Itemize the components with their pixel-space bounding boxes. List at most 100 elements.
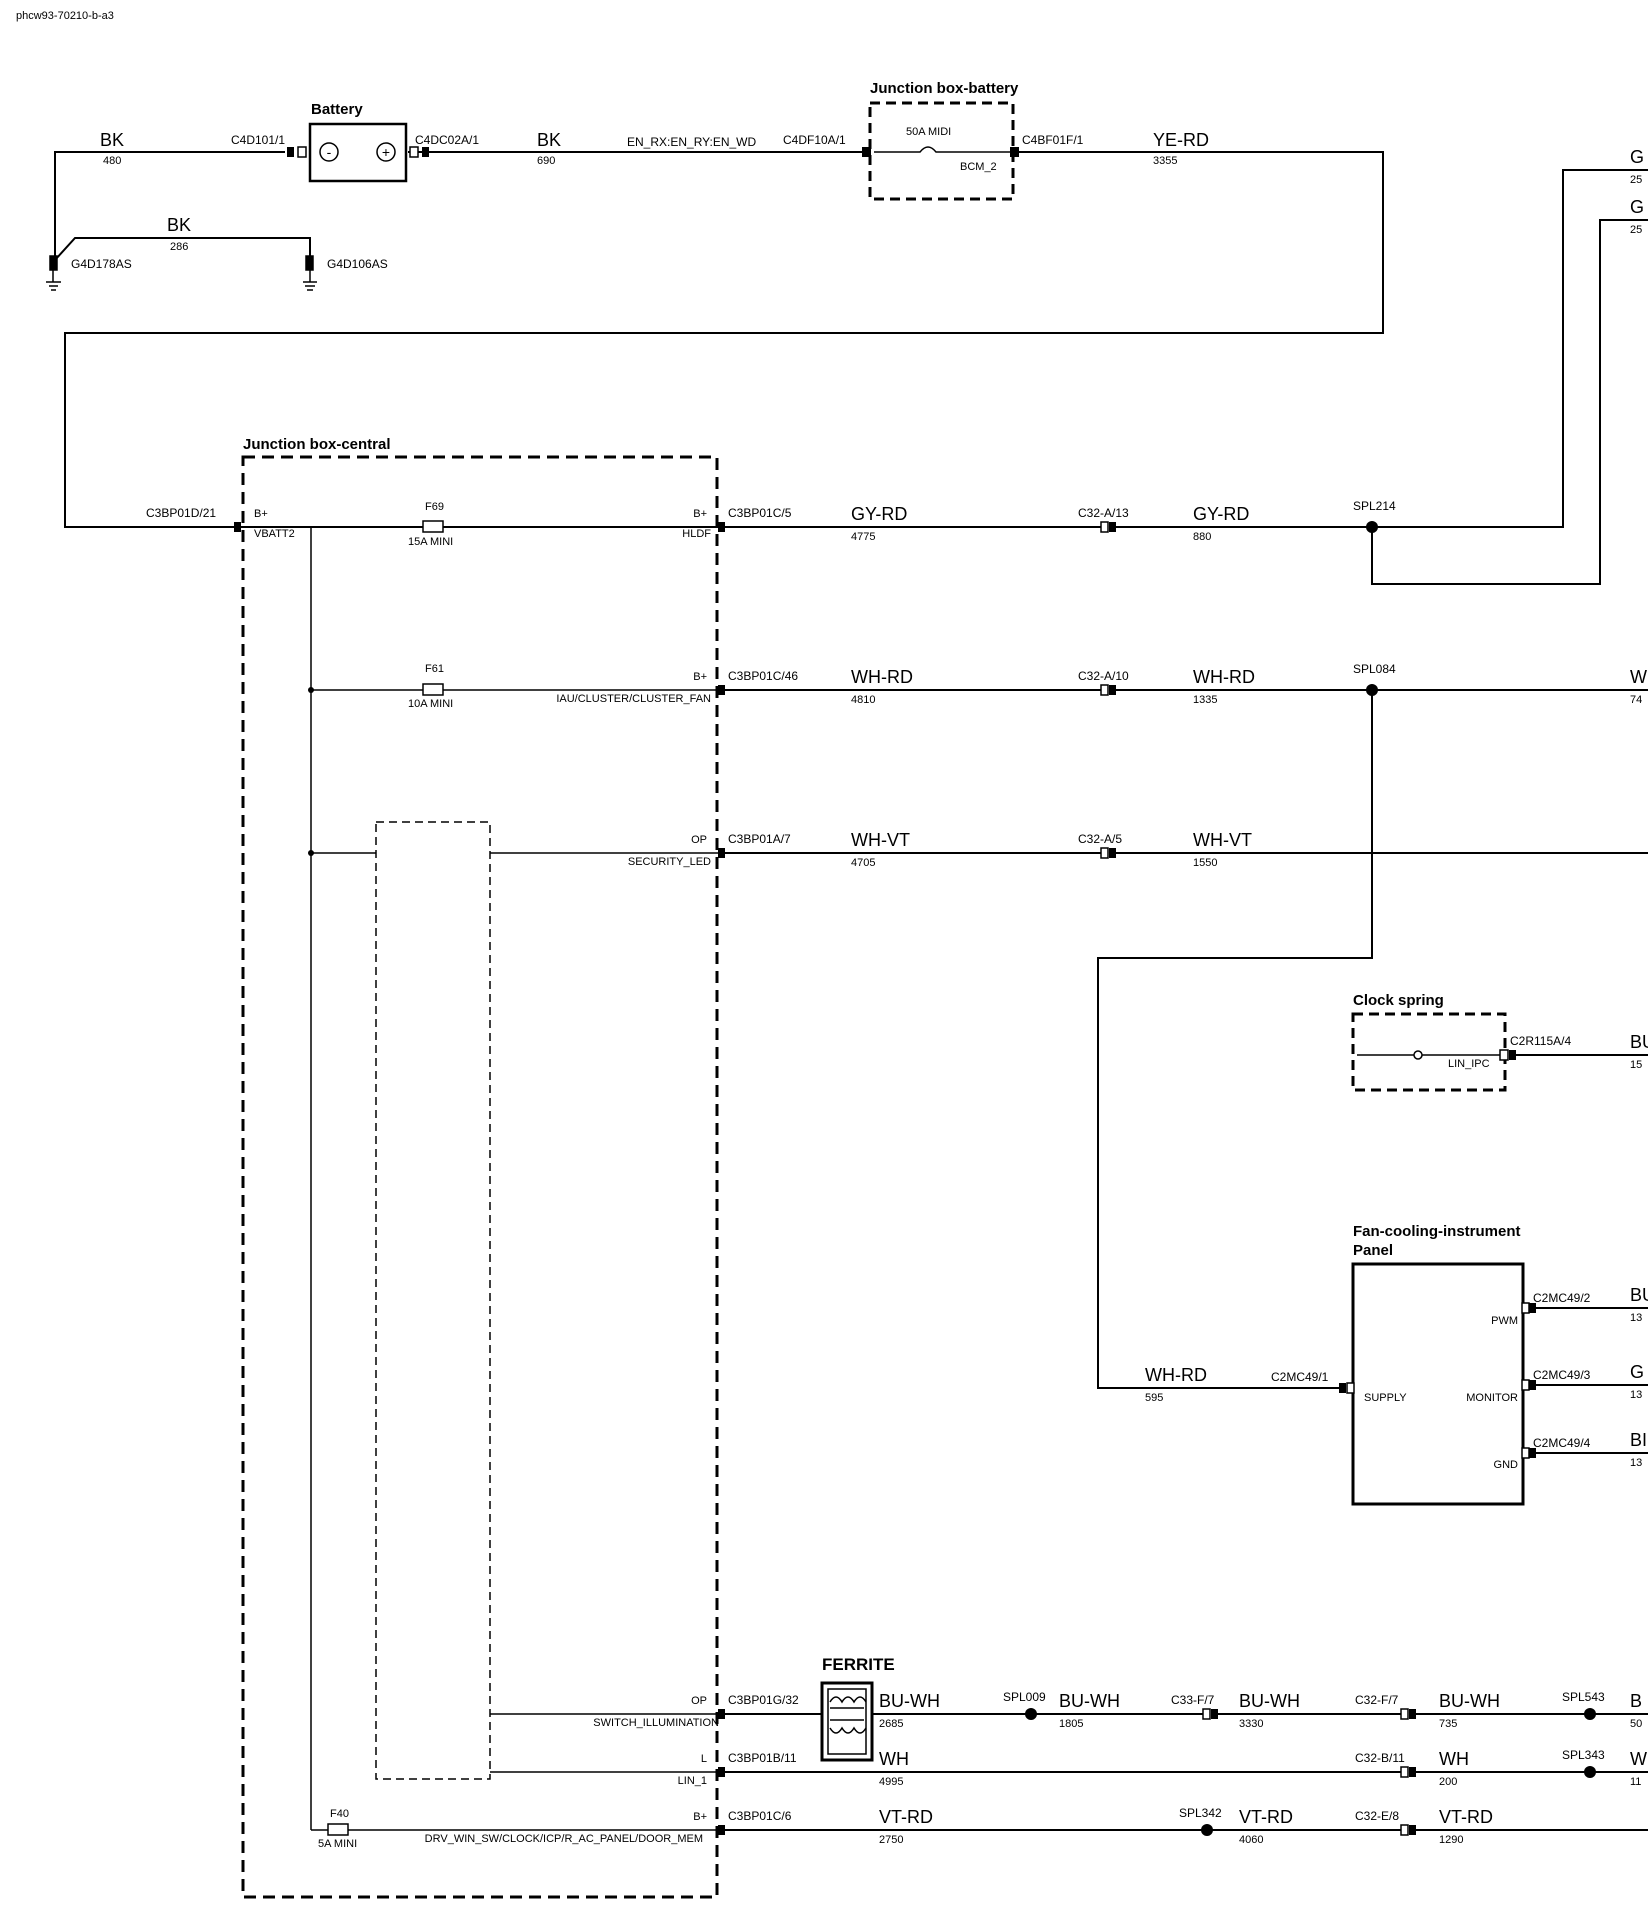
splice-spl543 [1584, 1708, 1596, 1720]
wire-1550-color: WH-VT [1193, 830, 1252, 850]
battery: - + Battery [308, 101, 408, 183]
cut-sw-color: B [1630, 1691, 1642, 1711]
cut-mon-num: 13 [1630, 1389, 1642, 1401]
inline-c32-e8 [1400, 1824, 1416, 1836]
clock-spring: Clock spring LIN_IPC C2R115A/4 [1351, 992, 1571, 1092]
jb-central-junction-dots [308, 687, 314, 856]
ground-symbols [46, 255, 317, 291]
f69-pin-name: HLDF [682, 528, 711, 540]
conn-c3bp01c46: C3BP01C/46 [728, 669, 798, 683]
output-wires [725, 169, 1648, 1831]
conn-c3bp01g: C3BP01G/32 [728, 1693, 799, 1707]
wire-595 [1097, 690, 1373, 1389]
ferrite: FERRITE [820, 1655, 895, 1762]
wire-4810-num: 4810 [851, 694, 875, 706]
f40-rating: 5A MINI [318, 1838, 357, 1850]
illum-pin: OP [691, 1695, 707, 1707]
f61-name: F61 [425, 663, 444, 675]
wire-595-num: 595 [1145, 1392, 1163, 1404]
wire-480-num: 480 [103, 155, 121, 167]
jb-central-title: Junction box-central [243, 436, 391, 453]
conn-c32f7: C32-F/7 [1355, 1693, 1399, 1707]
spl543-label: SPL543 [1562, 1690, 1605, 1704]
cut-mon-color: G [1630, 1362, 1644, 1382]
conn-c32a10: C32-A/10 [1078, 669, 1129, 683]
conn-c4bf01f: C4BF01F/1 [1022, 133, 1084, 147]
cut-wh74-num: 74 [1630, 694, 1642, 706]
conn-c2mc49-3: C2MC49/3 [1533, 1368, 1591, 1382]
fan-title-2: Panel [1353, 1242, 1393, 1259]
wire-735-color: BU-WH [1439, 1691, 1500, 1711]
wire-595-color: WH-RD [1145, 1365, 1207, 1385]
jb-in-pin-name: VBATT2 [254, 528, 295, 540]
battery-title: Battery [311, 101, 363, 118]
splice-spl009 [1025, 1708, 1037, 1720]
cut-lin-num: 11 [1630, 1776, 1641, 1788]
splice-spl342 [1201, 1824, 1213, 1836]
f69-pin: B+ [693, 508, 707, 520]
fuse-f40 [327, 1823, 349, 1836]
jb-battery-pin: BCM_2 [960, 161, 997, 173]
wire-200-color: WH [1439, 1749, 1469, 1769]
wire-4775-num: 4775 [851, 531, 875, 543]
sec-pin: OP [691, 834, 707, 846]
inline-c32-a10 [1100, 684, 1116, 696]
wire-spl214-branch [1371, 219, 1648, 585]
document-id: phcw93-70210-b-a3 [16, 10, 114, 22]
conn-c4dc02a: C4DC02A/1 [415, 133, 479, 147]
splices [1025, 521, 1596, 1836]
cut-gy2-num: 25 [1630, 224, 1642, 236]
wire-4810-color: WH-RD [851, 667, 913, 687]
conn-c32e8: C32-E/8 [1355, 1809, 1399, 1823]
splice-spl084 [1366, 684, 1378, 696]
f69-rating: 15A MINI [408, 536, 453, 548]
inline-c32-a13 [1100, 521, 1116, 533]
wire-2685-num: 2685 [879, 1718, 903, 1730]
cut-gnd-num: 13 [1630, 1457, 1642, 1469]
wire-1290-color: VT-RD [1439, 1807, 1493, 1827]
wire-200-num: 200 [1439, 1776, 1457, 1788]
wire-3355-color: YE-RD [1153, 130, 1209, 150]
clock-spring-title: Clock spring [1353, 992, 1444, 1009]
wire-735-num: 735 [1439, 1718, 1457, 1730]
cut-bu15-num: 15 [1630, 1059, 1642, 1071]
wire-286-num: 286 [170, 241, 188, 253]
conn-c32a5: C32-A/5 [1078, 832, 1122, 846]
wire-3330-num: 3330 [1239, 1718, 1263, 1730]
battery-neg-symbol: - [327, 144, 332, 160]
wire-1335-num: 1335 [1193, 694, 1217, 706]
cut-lin-color: W [1630, 1749, 1647, 1769]
battery-pins [287, 146, 429, 158]
wire-1335-color: WH-RD [1193, 667, 1255, 687]
conn-c3bp01c5: C3BP01C/5 [728, 506, 792, 520]
cut-gnd-color: BI [1630, 1430, 1647, 1450]
conn-c3bp01d: C3BP01D/21 [146, 506, 216, 520]
inline-c32-b11 [1400, 1766, 1416, 1778]
lin-pin-name: LIN_1 [678, 1775, 707, 1787]
splice-spl343 [1584, 1766, 1596, 1778]
wire-4775-color: GY-RD [851, 504, 907, 524]
fan-pin-pwm: PWM [1491, 1315, 1518, 1327]
fuse-f61 [422, 683, 444, 696]
ground-g4d106: G4D106AS [327, 257, 388, 271]
inline-c32-a5 [1100, 847, 1116, 859]
f40-name: F40 [330, 1808, 349, 1820]
cut-bu15-color: BU [1630, 1032, 1648, 1052]
conn-c2mc49-2: C2MC49/2 [1533, 1291, 1591, 1305]
jb-central-internal-wiring [240, 526, 720, 1831]
cut-pwm-color: BU [1630, 1285, 1648, 1305]
wire-690-num: 690 [537, 155, 555, 167]
conn-c2mc49-4: C2MC49/4 [1533, 1436, 1591, 1450]
wire-4995-num: 4995 [879, 1776, 903, 1788]
battery-labels: BK 480 C4D101/1 C4DC02A/1 BK 690 EN_RX:E… [71, 130, 1209, 271]
jb-battery-fuse: 50A MIDI [906, 126, 951, 138]
conn-c32b11: C32-B/11 [1355, 1751, 1405, 1765]
wire-4705-color: WH-VT [851, 830, 910, 850]
jb-in-pin: B+ [254, 508, 268, 520]
wire-4060-num: 4060 [1239, 1834, 1263, 1846]
f40-pin: B+ [693, 1811, 707, 1823]
wire-3330-color: BU-WH [1239, 1691, 1300, 1711]
fan-pin-gnd: GND [1494, 1459, 1519, 1471]
cut-sw-num: 50 [1630, 1718, 1642, 1730]
